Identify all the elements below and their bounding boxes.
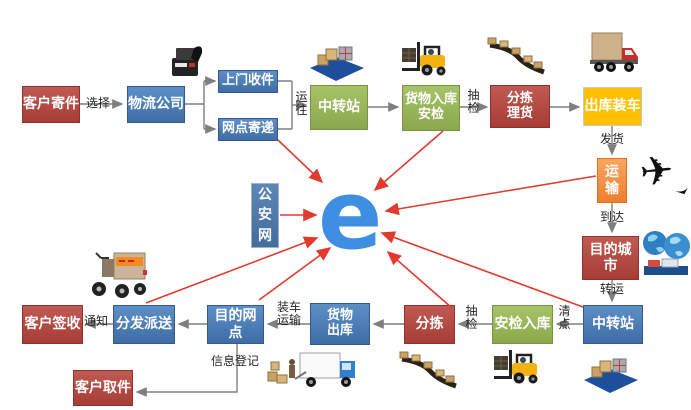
airplane-icon: ✈: [638, 147, 688, 196]
node-customer-sign: 客户签收: [22, 305, 83, 344]
edge-label-dispatch: 发货: [599, 132, 624, 146]
node-door-pickup: 上门收件: [218, 70, 278, 93]
pallet-shipment-icon-2: [584, 358, 638, 393]
node-sorting: 分拣: [404, 305, 455, 344]
node-transfer-station-1: 中转站: [310, 85, 368, 130]
loading-truck-icon: [267, 352, 355, 387]
edge-label-ship-to: 运 往: [295, 90, 308, 118]
node-transfer-station-2: 中转站: [583, 305, 643, 344]
conveyor-icon-2: [399, 351, 457, 389]
node-inbound-security-check: 货物入库 安检: [402, 85, 460, 131]
node-logistics-company: 物流公司: [127, 86, 185, 123]
forklift-icon-2: [494, 350, 538, 384]
svg-text:✈: ✈: [638, 147, 676, 196]
node-sorting-tally: 分拣 理货: [490, 85, 550, 128]
delivery-tricycle-icon: [92, 252, 147, 298]
node-public-security-network: 公 安 网: [251, 183, 279, 248]
pallet-shipment-icon: [310, 46, 364, 81]
node-outlet-send: 网点寄递: [218, 118, 278, 141]
node-customer-pickup: 客户取件: [73, 370, 133, 406]
node-outbound-loading: 出库装车: [583, 87, 642, 126]
edge-label-transfer: 转运: [599, 282, 624, 296]
node-transport: 运 输: [597, 158, 627, 203]
edge-label-sample-check-1: 抽 检: [467, 88, 480, 116]
conveyor-icon: [487, 37, 545, 75]
forklift-icon: [402, 42, 446, 76]
node-destination-outlet: 目的网点: [207, 305, 264, 344]
edge-label-sample-check-2: 抽 检: [465, 304, 478, 332]
node-goods-outbound: 货物 出库: [310, 303, 370, 345]
edge-label-choose: 选择: [85, 96, 110, 110]
node-distribution-delivery: 分发派送: [113, 305, 175, 344]
edge-label-arrive: 到达: [599, 210, 624, 224]
edge-browser-logo: e: [318, 161, 383, 271]
edge-label-load-transport: 装车 运输: [276, 300, 301, 328]
edge-label-notify: 通知: [83, 314, 108, 328]
node-security-check-inbound: 安检入库: [492, 305, 553, 344]
fax-machine-icon: [172, 46, 203, 76]
box-truck-icon: [590, 32, 638, 72]
node-customer-send: 客户寄件: [22, 86, 80, 123]
edge-label-info-register: 信息登记: [210, 354, 259, 368]
edge-label-count: 清 点: [558, 304, 571, 332]
global-logistics-icon: [643, 231, 690, 275]
node-destination-city: 目的城市: [582, 236, 639, 280]
